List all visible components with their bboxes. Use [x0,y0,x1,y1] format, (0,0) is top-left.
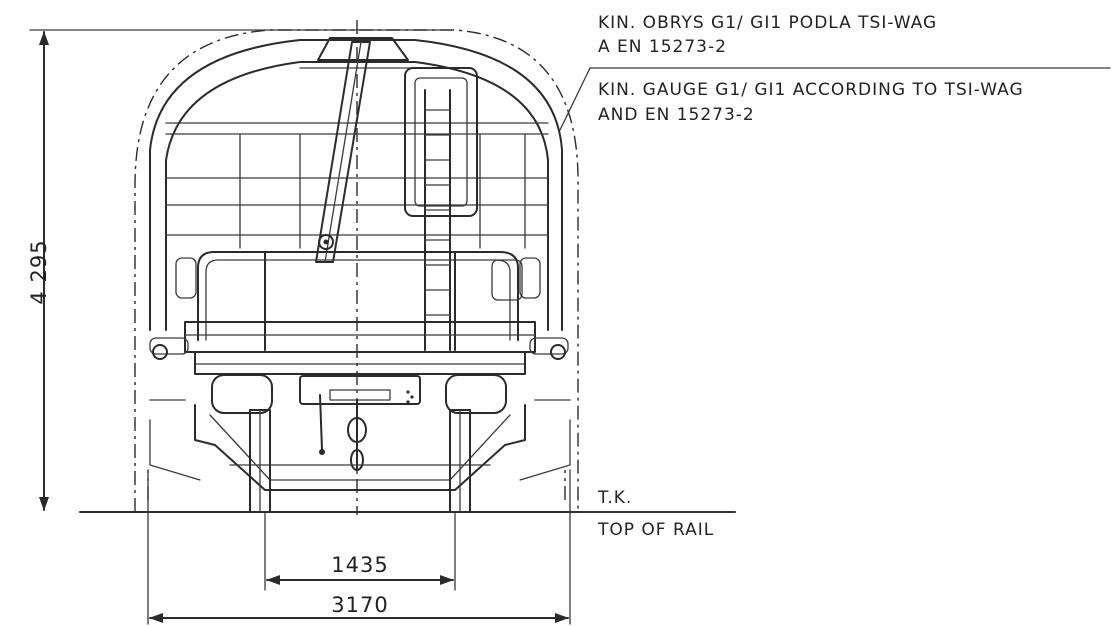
track-gauge-label: 1435 [331,553,388,577]
gauge-leader-line [559,67,1111,131]
track-gauge-dimension [264,511,456,591]
height-dimension [29,29,441,511]
overall-width-label: 3170 [331,593,388,617]
underframe [149,399,571,491]
handrails [175,251,541,351]
gauge-note-en-line2: AND EN 15273-2 [598,105,755,125]
ladder [404,67,478,351]
gauge-note-cz-line1: KIN. OBRYS G1/ GI1 PODLA TSI-WAG [598,13,937,33]
headstock [184,321,536,375]
gauge-note-cz-line2: A EN 15273-2 [598,37,727,57]
top-of-rail-label-en: TOP OF RAIL [597,520,714,540]
gauge-note-en-line1: KIN. GAUGE G1/ GI1 ACCORDING TO TSI-WAG [598,80,1024,100]
filling-arm [315,41,371,263]
tank-body [149,37,563,331]
buffers [149,337,569,414]
top-of-rail-label-cz: T.K. [597,488,632,508]
wheels [249,409,471,513]
overall-width-dimension [147,469,571,625]
coupling [299,375,421,471]
height-dimension-label: 4 295 [27,239,51,304]
